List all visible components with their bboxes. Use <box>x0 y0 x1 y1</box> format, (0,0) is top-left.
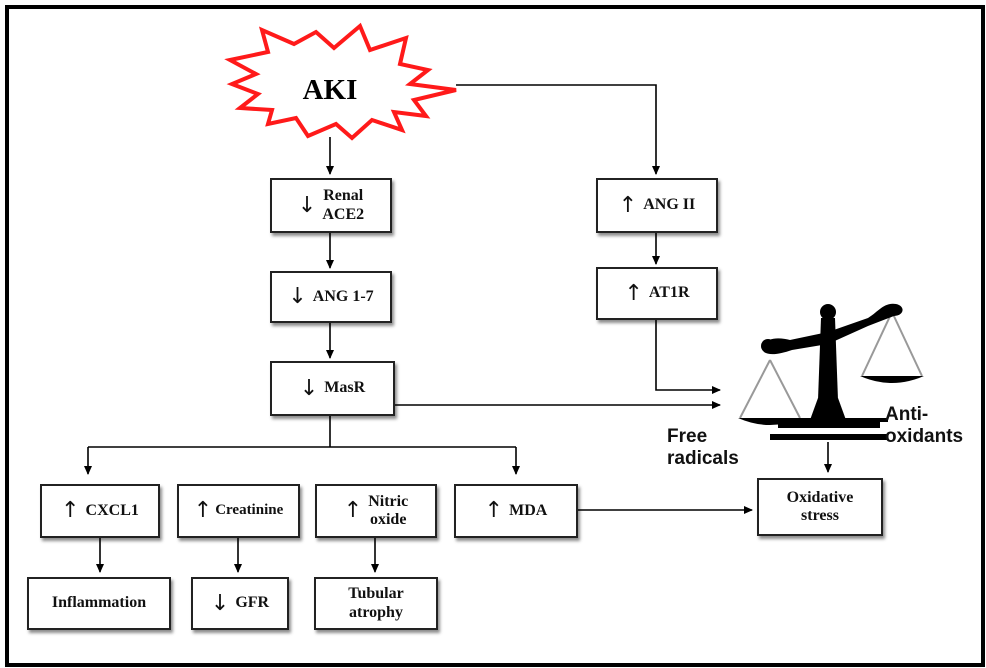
down-arrow-icon: ↓ <box>297 192 317 218</box>
creatinine-box: ↑ Creatinine <box>177 484 300 538</box>
creatinine-label: Creatinine <box>215 502 284 519</box>
connector-aki-to-ang2 <box>456 84 660 175</box>
mda-box: ↑ MDA <box>454 484 578 538</box>
balance-scale-icon <box>738 303 924 440</box>
ang2-box: ↑ ANG II <box>596 178 718 233</box>
cxcl1-label: CXCL1 <box>85 501 139 519</box>
renal-ace2-box: ↓ Renal ACE2 <box>270 178 392 233</box>
mda-label: MDA <box>509 501 548 519</box>
up-arrow-icon: ↑ <box>618 192 638 218</box>
up-arrow-icon: ↑ <box>624 280 643 306</box>
nitric-oxide-box: ↑ Nitric oxide <box>315 484 437 538</box>
aki-label: AKI <box>303 74 358 106</box>
anti-oxidants-label: Anti- oxidants <box>885 404 964 447</box>
down-arrow-icon: ↓ <box>299 375 319 401</box>
up-arrow-icon: ↑ <box>484 498 504 523</box>
nitric-oxide-label: Nitric oxide <box>368 492 409 528</box>
free-radicals-label: Free radicals <box>667 426 739 469</box>
masr-label: MasR <box>324 379 366 397</box>
ang17-box: ↓ ANG 1-7 <box>270 271 392 323</box>
down-arrow-icon: ↓ <box>210 590 230 616</box>
tubular-atrophy-label: Tubular atrophy <box>348 585 404 621</box>
ang17-label: ANG 1-7 <box>312 287 374 305</box>
inflammation-label: Inflammation <box>51 594 147 612</box>
aki-burst: AKI <box>224 22 457 141</box>
down-arrow-icon: ↓ <box>288 284 307 309</box>
gfr-box: ↓ GFR <box>191 577 289 630</box>
connector-at1r-to-scale <box>655 320 721 394</box>
oxidative-stress-label: Oxidative stress <box>786 488 854 524</box>
outer-frame <box>5 5 985 667</box>
masr-box: ↓ MasR <box>270 361 395 416</box>
up-arrow-icon: ↑ <box>193 498 213 523</box>
tubular-atrophy-box: Tubular atrophy <box>314 577 438 630</box>
renal-ace2-label: Renal ACE2 <box>322 187 365 223</box>
ang2-label: ANG II <box>643 196 696 214</box>
aki-starburst-shape <box>224 22 457 141</box>
gfr-label: GFR <box>235 594 270 612</box>
oxidative-stress-box: Oxidative stress <box>757 478 883 536</box>
cxcl1-box: ↑ CXCL1 <box>40 484 160 538</box>
up-arrow-icon: ↑ <box>343 498 363 523</box>
up-arrow-icon: ↑ <box>61 498 80 523</box>
inflammation-box: Inflammation <box>27 577 171 630</box>
at1r-label: AT1R <box>648 284 690 302</box>
at1r-box: ↑ AT1R <box>596 267 718 320</box>
